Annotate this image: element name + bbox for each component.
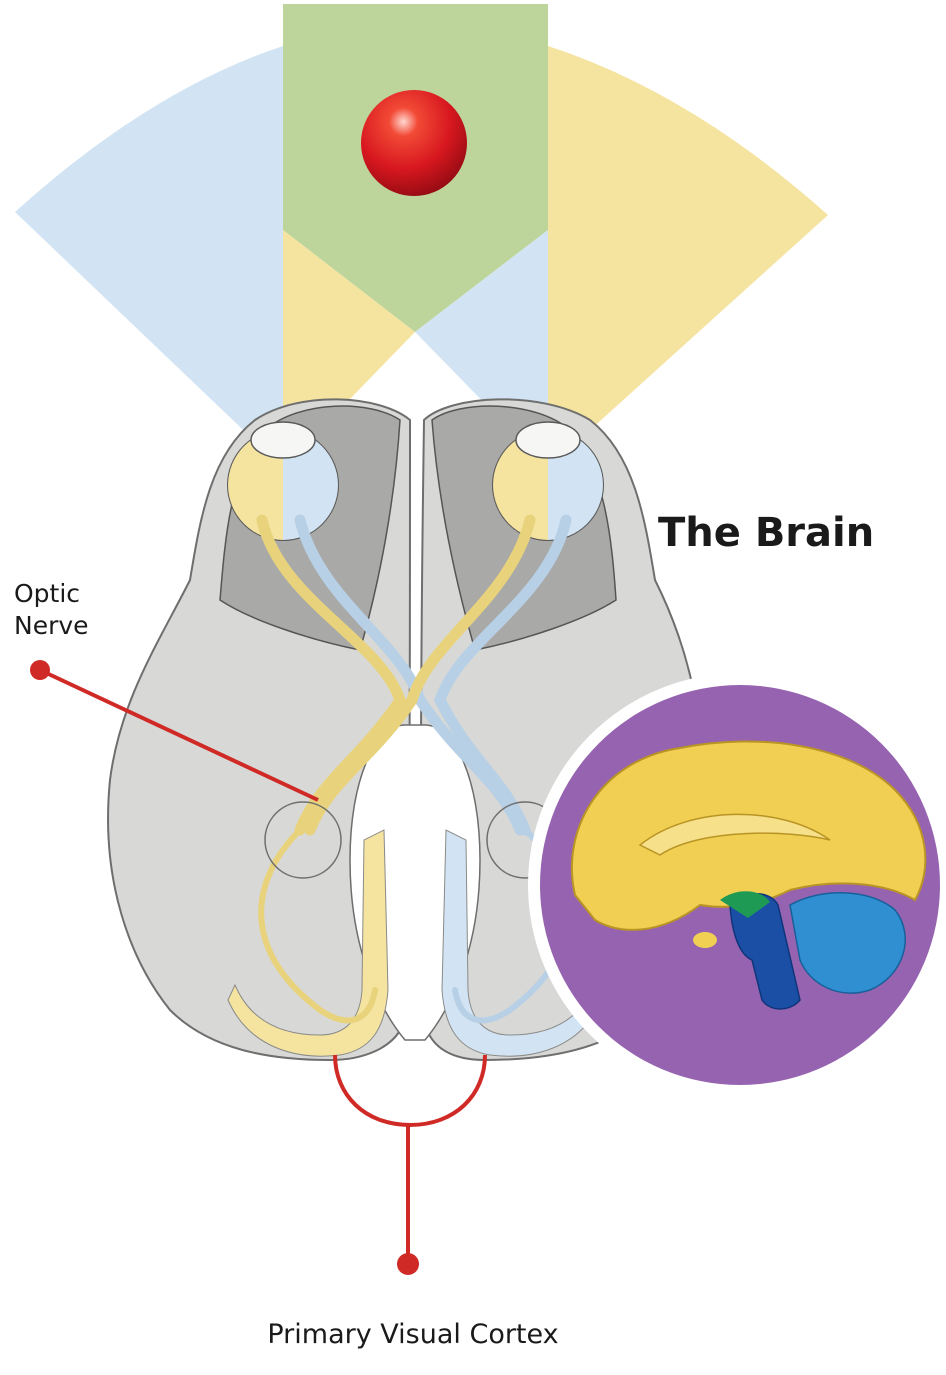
- stimulus-ball: [361, 90, 467, 196]
- optic-nerve-label-line2: Nerve: [14, 610, 89, 642]
- inset-pituitary: [693, 932, 717, 948]
- cortex-bracket: [335, 1055, 485, 1125]
- left-visual-field: [15, 46, 283, 468]
- right-visual-field: [548, 46, 828, 468]
- brain-title: The Brain: [658, 510, 874, 556]
- optic-nerve-callout-dot: [30, 660, 50, 680]
- visual-field: [15, 4, 828, 468]
- primary-visual-cortex-label: Primary Visual Cortex: [0, 1318, 826, 1352]
- optic-nerve-label: Optic Nerve: [14, 578, 89, 642]
- cortex-callout-dot: [397, 1253, 419, 1275]
- brain-inset: [528, 673, 946, 1097]
- optic-nerve-label-line1: Optic: [14, 578, 89, 610]
